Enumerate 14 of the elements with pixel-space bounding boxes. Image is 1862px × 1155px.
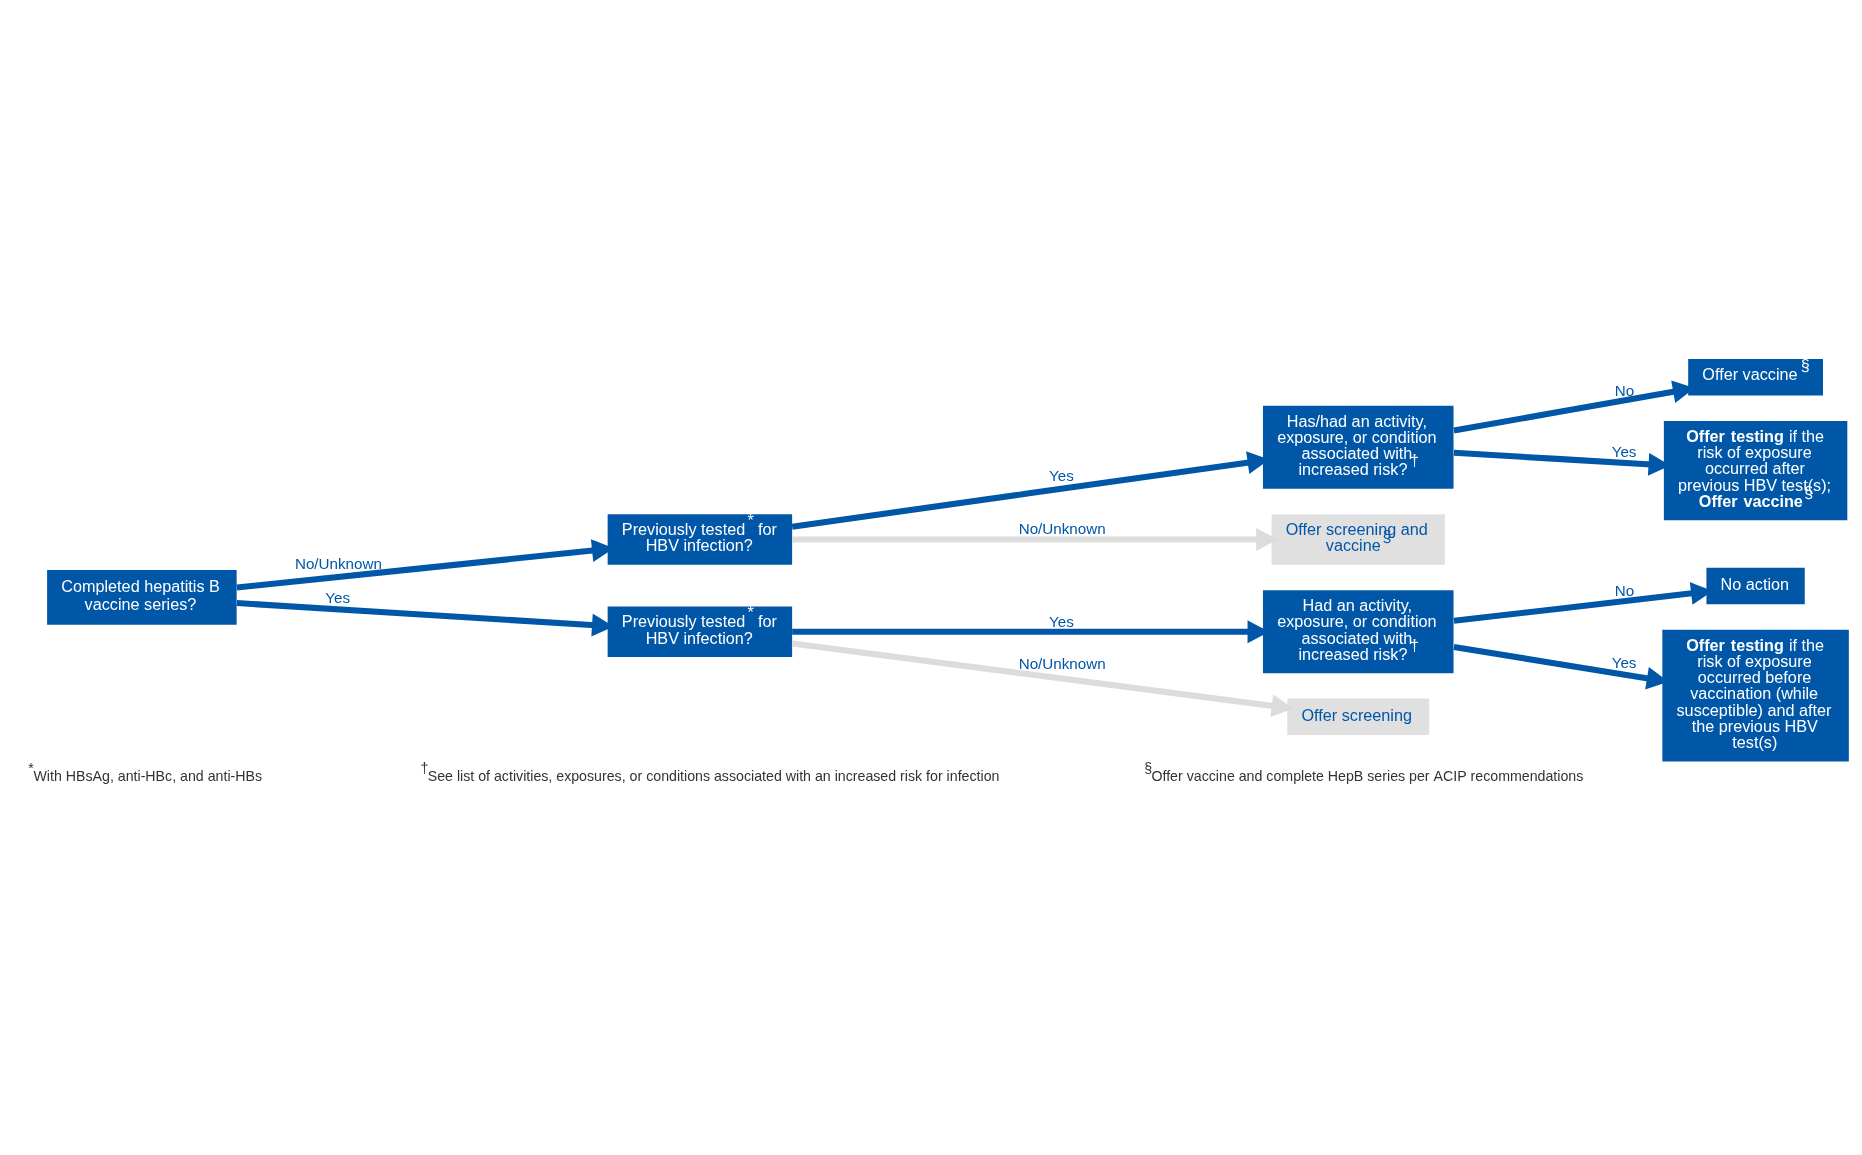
edge-label: No/Unknown	[1018, 654, 1106, 672]
edge-label: No	[1614, 381, 1634, 399]
edge-label: Yes	[1611, 442, 1636, 460]
edge-label: Yes	[324, 588, 350, 606]
edge-label: No/Unknown	[1018, 519, 1106, 537]
edge-label: Yes	[1611, 653, 1636, 671]
node-box: Offer testing if the risk of exposure occurred before vaccination (while susceptible) and after the previous HBV test(s)	[1661, 629, 1849, 761]
node-box: Offer screening	[1286, 698, 1429, 735]
edge-label: No	[1614, 581, 1634, 599]
node-box: Completed hepatitis B vaccine series?	[46, 569, 237, 625]
edge-label: Yes	[1048, 612, 1074, 630]
edge-label: No/Unknown	[294, 554, 382, 572]
edge-label: Yes	[1048, 466, 1074, 484]
node-box: No action	[1705, 567, 1805, 604]
